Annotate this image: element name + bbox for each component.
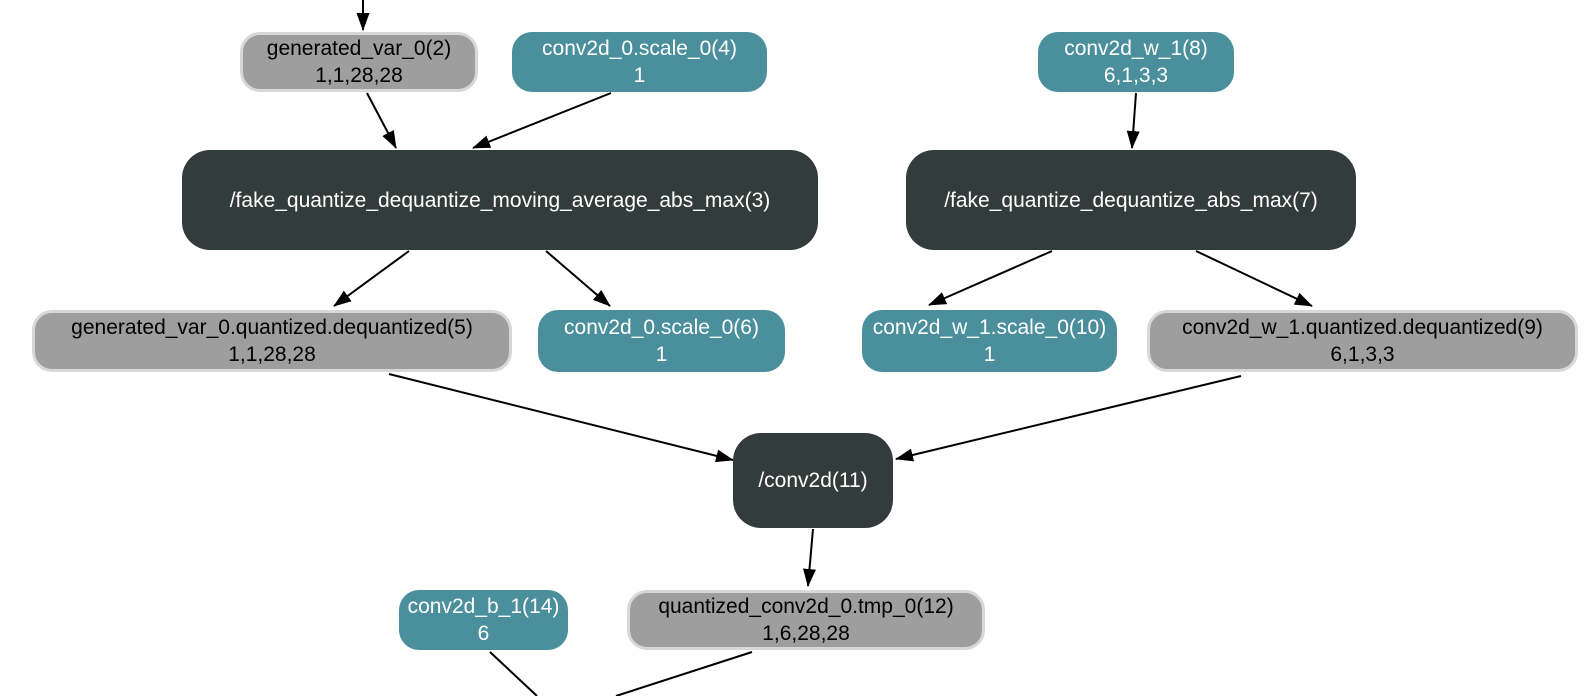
node-label: generated_var_0.quantized.dequantized(5)	[71, 316, 473, 339]
node-conv2d_w_1-quantized-dequantized-9[interactable]: conv2d_w_1.quantized.dequantized(9) 6,1,…	[1147, 310, 1578, 372]
node-conv2d_w_1-8[interactable]: conv2d_w_1(8) 6,1,3,3	[1038, 32, 1234, 92]
node-label: conv2d_w_1.quantized.dequantized(9)	[1182, 316, 1543, 339]
node-shape: 1,6,28,28	[762, 622, 850, 645]
node-shape: 6	[477, 622, 490, 645]
node-label: conv2d_b_1(14)	[407, 595, 560, 618]
edge-quantized_conv2d_tmp-to-offscreen	[615, 651, 753, 696]
edge-conv2d-to-quantized_conv2d_tmp	[803, 528, 816, 587]
node-label: conv2d_w_1(8)	[1064, 37, 1208, 60]
edge-fake_quantize_abs_max-to-conv2d_w_1_dequantized	[1195, 250, 1313, 307]
node-label: conv2d_0.scale_0(6)	[564, 316, 759, 339]
node-conv2d_b_1-14[interactable]: conv2d_b_1(14) 6	[399, 590, 568, 650]
node-quantized_conv2d_0-tmp_0-12[interactable]: quantized_conv2d_0.tmp_0(12) 1,6,28,28	[627, 590, 985, 650]
node-label: /fake_quantize_dequantize_abs_max(7)	[944, 188, 1318, 212]
node-label: /fake_quantize_dequantize_moving_average…	[229, 188, 771, 212]
edge-conv2d_0_scale_0_4-to-fake_quantize_moving_avg	[472, 92, 612, 149]
edge-fake_quantize_moving_avg-to-generated_var_0_dequantized	[333, 250, 410, 307]
edge-fake_quantize_moving_avg-to-conv2d_0_scale_0_6	[545, 250, 611, 307]
node-label: generated_var_0(2)	[266, 37, 452, 60]
node-shape: 1	[983, 343, 996, 366]
node-conv2d_w_1-scale_0-10[interactable]: conv2d_w_1.scale_0(10) 1	[862, 310, 1117, 372]
node-label: conv2d_0.scale_0(4)	[542, 37, 737, 60]
node-label: quantized_conv2d_0.tmp_0(12)	[658, 595, 954, 618]
node-conv2d_0-scale_0-6[interactable]: conv2d_0.scale_0(6) 1	[538, 310, 785, 372]
node-shape: 1,1,28,28	[315, 64, 403, 87]
node-shape: 1	[633, 64, 646, 87]
node-shape: 1	[655, 343, 668, 366]
node-generated_var_0-quantized-dequantized-5[interactable]: generated_var_0.quantized.dequantized(5)…	[32, 310, 512, 372]
edge-conv2d_w_1-to-fake_quantize_abs_max	[1126, 92, 1140, 149]
edge-fake_quantize_abs_max-to-conv2d_w_1_scale_0_10	[928, 250, 1053, 306]
node-conv2d_0-scale_0-4[interactable]: conv2d_0.scale_0(4) 1	[512, 32, 767, 92]
edge-generated_var_0_dequantized-to-conv2d	[388, 373, 734, 463]
node-label: conv2d_w_1.scale_0(10)	[872, 316, 1107, 339]
node-shape: 6,1,3,3	[1103, 64, 1169, 87]
node-fake_quantize_dequantize_moving_average_abs_max-3[interactable]: /fake_quantize_dequantize_moving_average…	[182, 150, 818, 250]
node-shape: 1,1,28,28	[228, 343, 316, 366]
edge-conv2d_b_1-to-offscreen	[489, 651, 538, 696]
node-conv2d-11[interactable]: /conv2d(11)	[733, 433, 893, 528]
node-shape: 6,1,3,3	[1330, 343, 1395, 366]
edge-generated_var_0-to-fake_quantize_moving_avg	[366, 92, 397, 149]
node-label: /conv2d(11)	[758, 469, 868, 492]
edge-conv2d_w_1_dequantized-to-conv2d	[895, 375, 1242, 462]
node-fake_quantize_dequantize_abs_max-7[interactable]: /fake_quantize_dequantize_abs_max(7)	[906, 150, 1356, 250]
node-generated_var_0-2[interactable]: generated_var_0(2) 1,1,28,28	[240, 32, 478, 92]
